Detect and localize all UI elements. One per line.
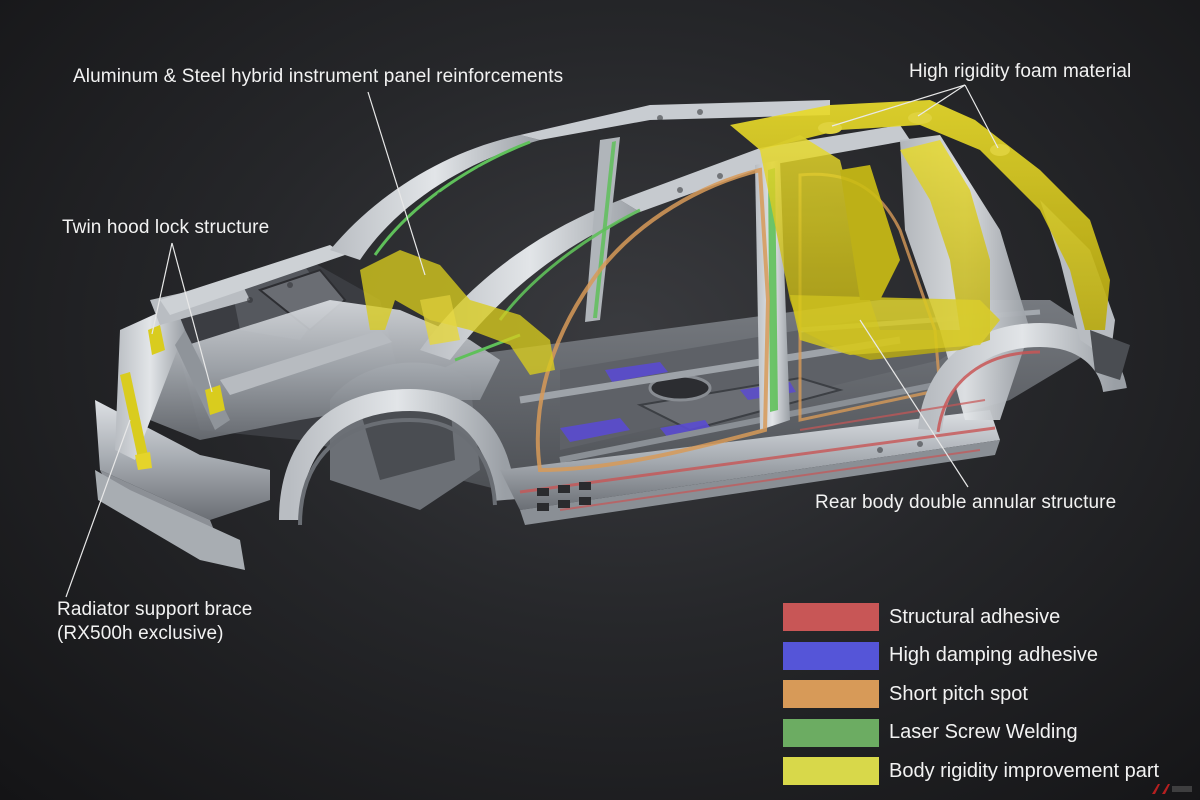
legend-item-body-rigidity-improvement: Body rigidity improvement part — [783, 752, 1159, 791]
callout-line: Radiator support brace — [57, 599, 253, 620]
watermark-logo-icon — [1152, 784, 1192, 794]
legend-item-short-pitch-spot: Short pitch spot — [783, 675, 1159, 714]
legend-label: Short pitch spot — [889, 682, 1028, 705]
damping-patch — [660, 420, 712, 438]
legend-label: High damping adhesive — [889, 644, 1099, 667]
radiator-brace-part — [120, 372, 150, 468]
callout-hood-lock: Twin hood lock structure — [62, 216, 269, 240]
rigidity-parts — [360, 100, 1110, 375]
leader-rear-annular — [859, 319, 969, 488]
legend-item-laser-screw-welding: Laser Screw Welding — [783, 714, 1159, 753]
damping-patch — [560, 418, 630, 442]
hood-lock-part — [205, 385, 225, 415]
legend-swatch — [783, 603, 879, 632]
callout-line: Twin hood lock structure — [62, 217, 270, 238]
legend-swatch — [783, 718, 879, 747]
laser-weld-line — [768, 168, 778, 412]
legend-label: Laser Screw Welding — [889, 721, 1078, 744]
leader-radiator-brace — [65, 419, 131, 598]
callout-line: Rear body double annular structure — [815, 492, 1117, 513]
damping-patch — [605, 362, 668, 382]
leader-hood-lock-1 — [151, 242, 173, 335]
legend-swatch — [783, 680, 879, 709]
leader-instrument-panel — [367, 91, 426, 276]
legend-swatch — [783, 757, 879, 786]
legend-label: Body rigidity improvement part — [889, 759, 1160, 782]
leader-foam-3 — [964, 84, 999, 149]
legend-item-high-damping-adhesive: High damping adhesive — [783, 637, 1159, 676]
legend-swatch — [783, 641, 879, 670]
front-structure — [95, 245, 516, 570]
callout-line: Aluminum & Steel hybrid instrument panel… — [73, 66, 564, 87]
legend: Structural adhesive High damping adhesiv… — [783, 598, 1159, 791]
legend-item-structural-adhesive: Structural adhesive — [783, 598, 1159, 637]
leader-lines — [65, 84, 999, 598]
callout-instrument-panel: Aluminum & Steel hybrid instrument panel… — [73, 65, 563, 89]
callout-foam: High rigidity foam material — [909, 60, 1131, 84]
leader-foam-2 — [917, 84, 966, 117]
callout-rear-annular: Rear body double annular structure — [815, 491, 1116, 515]
callout-line: High rigidity foam material — [909, 61, 1132, 82]
leader-hood-lock-2 — [171, 242, 213, 393]
callout-radiator-brace: Radiator support brace (RX500h exclusive… — [57, 598, 252, 646]
panel-holes — [247, 109, 923, 453]
callout-line: (RX500h exclusive) — [57, 623, 224, 644]
leader-foam-1 — [831, 84, 966, 127]
legend-label: Structural adhesive — [889, 605, 1061, 628]
